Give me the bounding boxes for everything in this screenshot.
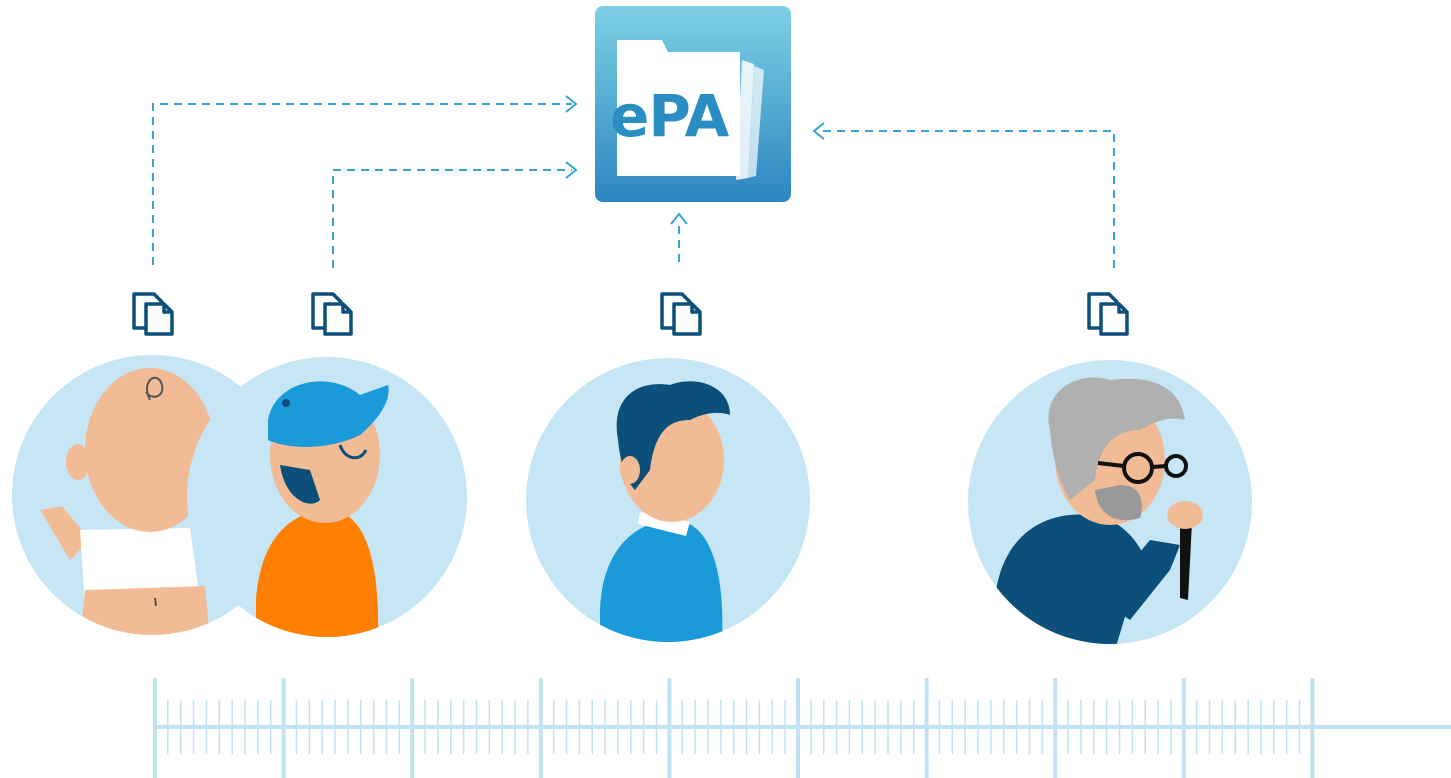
connector-arrowheads bbox=[565, 95, 825, 225]
arrow-right-icon bbox=[565, 161, 578, 179]
epa-label: ePA bbox=[610, 82, 729, 150]
arrow-right-icon bbox=[565, 95, 578, 113]
person-adult bbox=[526, 358, 810, 642]
document-stack-icon bbox=[660, 292, 702, 336]
person-senior bbox=[968, 360, 1252, 644]
arrow-left-icon bbox=[812, 122, 825, 140]
timeline-ruler bbox=[153, 678, 1451, 778]
connector-baby bbox=[152, 103, 572, 265]
folder-icon bbox=[617, 40, 764, 180]
document-stack-icon bbox=[1087, 292, 1129, 336]
epa-app-icon bbox=[595, 6, 791, 202]
arrow-up-icon bbox=[670, 212, 688, 225]
connectors bbox=[152, 103, 1115, 268]
connector-senior bbox=[818, 130, 1115, 268]
connector-child bbox=[332, 169, 572, 268]
document-stack-icon bbox=[132, 292, 174, 336]
document-stack-icon bbox=[311, 292, 353, 336]
person-child bbox=[187, 357, 467, 637]
